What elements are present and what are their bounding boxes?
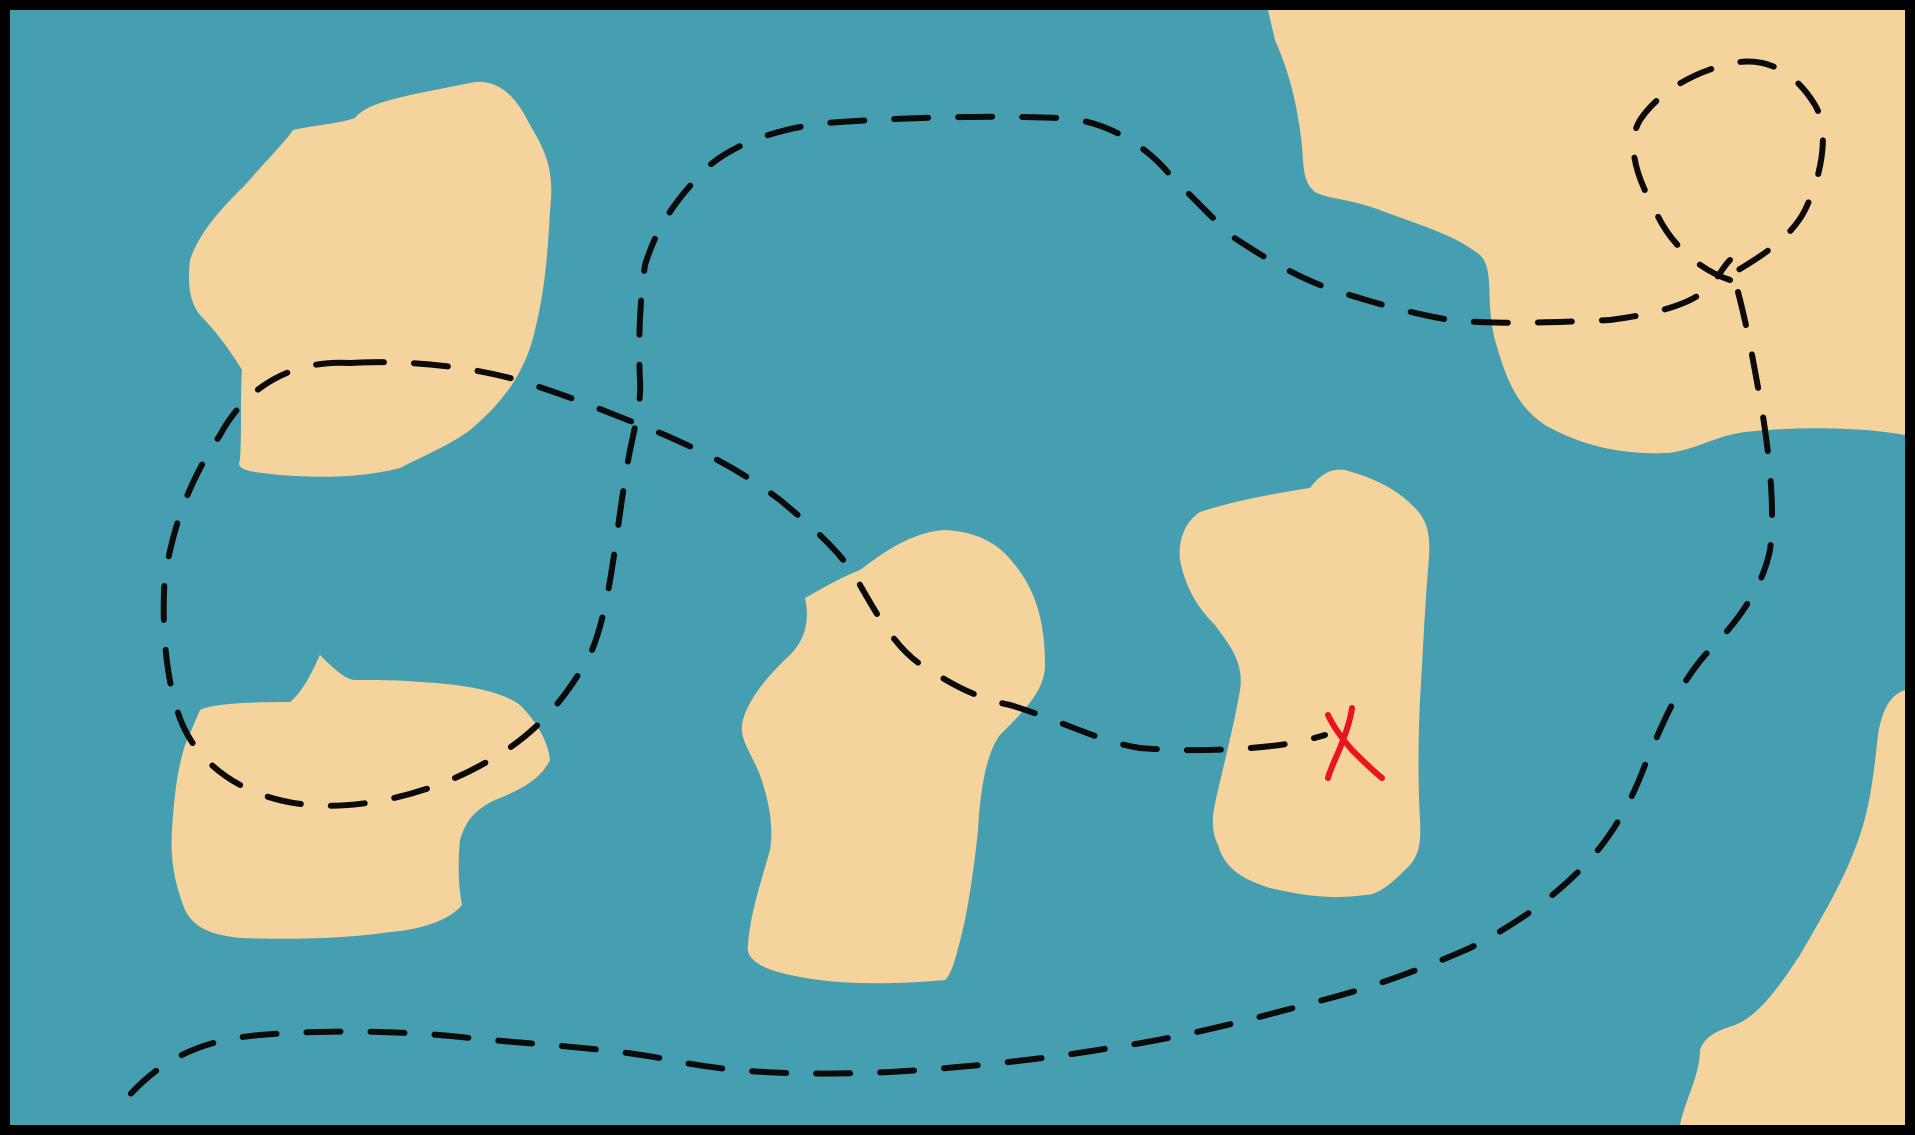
island-center [741, 530, 1045, 984]
x-mark-stroke [1325, 705, 1355, 781]
route-left-loop [160, 113, 1733, 809]
treasure-x-mark [1325, 705, 1385, 781]
x-mark-stroke [1325, 712, 1385, 781]
treasure-island [1179, 469, 1430, 898]
mainland-bottom-right [1680, 690, 1905, 1125]
island-bottom-left [171, 655, 550, 939]
route-top-right-loop [1630, 58, 1826, 283]
route-to-treasure [347, 359, 1328, 754]
mainland-top-right [1268, 10, 1905, 454]
route-return [122, 289, 1775, 1103]
